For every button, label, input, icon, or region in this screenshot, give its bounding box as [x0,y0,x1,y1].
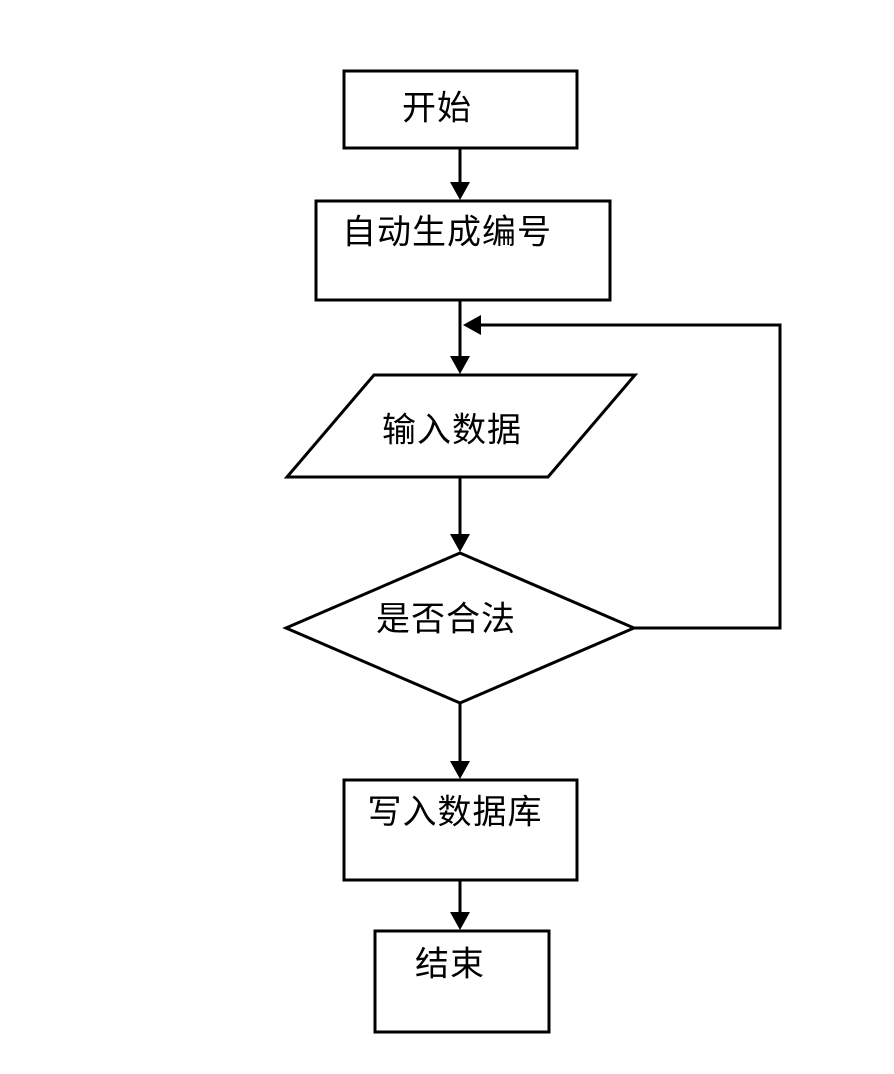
node-decision-diamond [282,551,638,705]
arrowhead-into-input [450,356,470,374]
arrowhead-into-write-db [450,761,470,779]
node-label-start: 开始 [402,90,472,128]
node-start-rectangle [342,69,579,150]
edge-loop-back-decision-to-input [480,323,782,630]
node-label-write-database: 写入数据库 [367,794,543,832]
arrowhead-into-decision [450,534,470,552]
node-write-db-rectangle [342,778,579,882]
node-end-rectangle [373,929,551,1034]
arrowhead-loop-back [463,315,481,335]
node-input-parallelogram [283,373,639,479]
node-label-is-valid: 是否合法 [376,601,516,639]
node-auto-number-rectangle [314,199,612,302]
node-label-auto-number: 自动生成编号 [342,214,552,252]
node-label-end: 结束 [415,946,485,984]
arrowhead-into-auto-number [450,182,470,200]
arrowhead-into-end [450,912,470,930]
node-label-input-data: 输入数据 [382,412,522,450]
